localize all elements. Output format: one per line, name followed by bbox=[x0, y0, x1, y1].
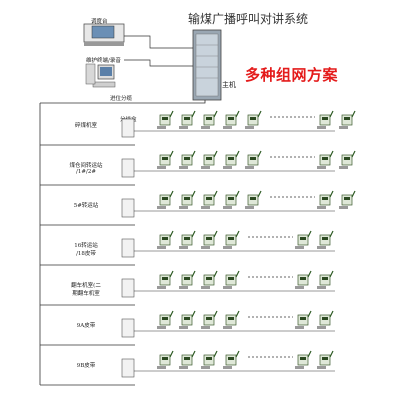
telephone-icon bbox=[179, 190, 196, 209]
telephone-icon bbox=[157, 270, 174, 289]
telephone-icon bbox=[157, 150, 174, 169]
host-cabinet-icon bbox=[192, 29, 222, 101]
console-icon bbox=[83, 23, 125, 46]
maintenance-terminal-label: 维护终端/录音 bbox=[86, 58, 121, 64]
station-row bbox=[40, 230, 335, 266]
telephone-icon bbox=[317, 270, 334, 289]
telephone-icon bbox=[295, 270, 312, 289]
telephone-icon bbox=[223, 150, 240, 169]
console-label: 调度台 bbox=[91, 19, 108, 25]
telephone-icon bbox=[223, 230, 240, 249]
telephone-icon bbox=[295, 230, 312, 249]
telephone-icon bbox=[245, 110, 262, 129]
station-label: 碎煤机室 bbox=[74, 123, 98, 129]
telephone-icon bbox=[157, 310, 174, 329]
telephone-icon bbox=[339, 190, 356, 209]
junction-box bbox=[121, 118, 135, 138]
station-label: 煤仓间转运站 /1#/2# bbox=[69, 163, 103, 175]
telephone-icon bbox=[201, 190, 218, 209]
station-row bbox=[40, 270, 335, 306]
telephone-icon bbox=[201, 310, 218, 329]
telephone-icon bbox=[295, 350, 312, 369]
telephone-icon bbox=[295, 310, 312, 329]
telephone-icon bbox=[179, 230, 196, 249]
telephone-icon bbox=[317, 350, 334, 369]
station-label: 9A皮带 bbox=[76, 323, 96, 329]
junction-box bbox=[121, 358, 135, 378]
telephone-icon bbox=[157, 110, 174, 129]
telephone-icon bbox=[317, 190, 334, 209]
console-connection bbox=[124, 35, 193, 49]
telephone-icon bbox=[179, 110, 196, 129]
telephone-icon bbox=[179, 310, 196, 329]
telephone-icon bbox=[245, 190, 262, 209]
telephone-icon bbox=[317, 110, 334, 129]
cable-label: 进位分缆 bbox=[110, 96, 133, 102]
junction-box bbox=[121, 198, 135, 218]
network-scheme-headline: 多种组网方案 bbox=[245, 66, 339, 84]
junction-box bbox=[121, 238, 135, 258]
telephone-icon bbox=[339, 110, 356, 129]
telephone-icon bbox=[223, 270, 240, 289]
telephone-icon bbox=[223, 110, 240, 129]
telephone-icon bbox=[157, 190, 174, 209]
telephone-icon bbox=[223, 350, 240, 369]
telephone-icon bbox=[179, 270, 196, 289]
telephone-icon bbox=[223, 190, 240, 209]
telephone-icon bbox=[201, 350, 218, 369]
telephone-icon bbox=[201, 150, 218, 169]
station-row bbox=[40, 310, 335, 346]
station-label: 5#转运站 bbox=[73, 203, 99, 209]
junction-box bbox=[121, 318, 135, 338]
telephone-icon bbox=[223, 310, 240, 329]
station-label: 翻车机室(二 期翻车机室 bbox=[71, 283, 101, 297]
terminal-connection bbox=[124, 59, 193, 67]
telephone-icon bbox=[157, 230, 174, 249]
station-row bbox=[40, 190, 356, 226]
station-row bbox=[40, 150, 356, 186]
telephone-icon bbox=[201, 270, 218, 289]
telephone-icon bbox=[317, 230, 334, 249]
junction-box bbox=[121, 158, 135, 178]
diagram-title: 输煤广播呼叫对讲系统 bbox=[188, 12, 309, 26]
trunk-line bbox=[40, 100, 206, 104]
telephone-icon bbox=[245, 150, 262, 169]
telephone-icon bbox=[339, 150, 356, 169]
station-label: 9B皮带 bbox=[76, 363, 96, 369]
telephone-icon bbox=[201, 110, 218, 129]
station-row bbox=[40, 350, 335, 386]
telephone-icon bbox=[317, 150, 334, 169]
telephone-icon bbox=[317, 310, 334, 329]
telephone-icon bbox=[179, 350, 196, 369]
telephone-icon bbox=[179, 150, 196, 169]
host-label: 主机 bbox=[222, 81, 236, 89]
telephone-icon bbox=[157, 350, 174, 369]
computer-icon bbox=[85, 63, 116, 88]
station-row bbox=[40, 110, 356, 146]
station-label: 16转运站 /18皮带 bbox=[74, 243, 98, 257]
junction-box bbox=[121, 278, 135, 298]
telephone-icon bbox=[201, 230, 218, 249]
